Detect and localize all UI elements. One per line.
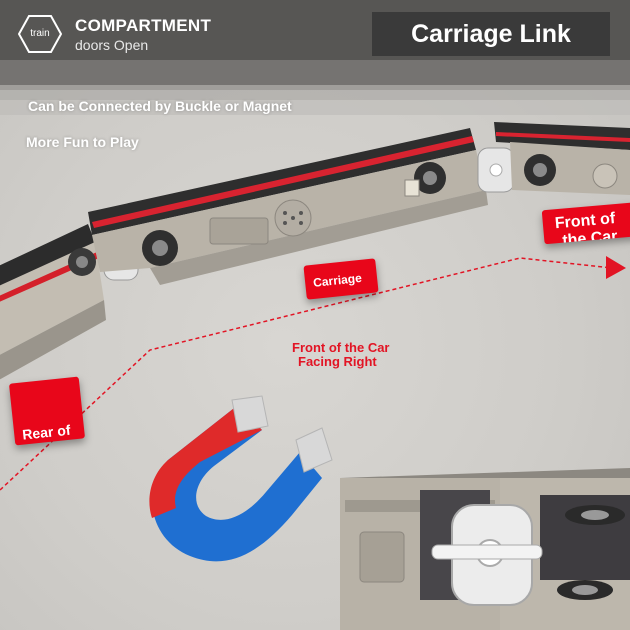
badge-label: train: [30, 28, 50, 39]
header-subtitle: doors Open: [75, 37, 149, 53]
feature-connect: Can be Connected by Buckle or Magnet: [28, 98, 292, 114]
main-title: Carriage Link: [411, 20, 571, 48]
facing-line2: Facing Right: [298, 354, 377, 369]
feature-fun: More Fun to Play: [26, 134, 139, 150]
middle-carriage: [88, 128, 488, 285]
facing-line1: Front of the Car: [292, 340, 390, 355]
route-line: [0, 257, 613, 491]
closeup-coupler: [340, 468, 630, 630]
coupler-right: [477, 147, 515, 193]
arrow-icon: [606, 256, 626, 279]
rear-tag: Rear of the Car: [8, 376, 86, 446]
carriage-label: Carriage: [312, 270, 363, 290]
right-carriage: [494, 122, 630, 195]
left-carriage: [0, 224, 106, 380]
title-banner: Carriage Link: [372, 12, 610, 56]
train-badge-icon: train: [17, 14, 63, 54]
magnet-icon: [149, 395, 333, 562]
header-title: COMPARTMENT: [75, 16, 212, 35]
